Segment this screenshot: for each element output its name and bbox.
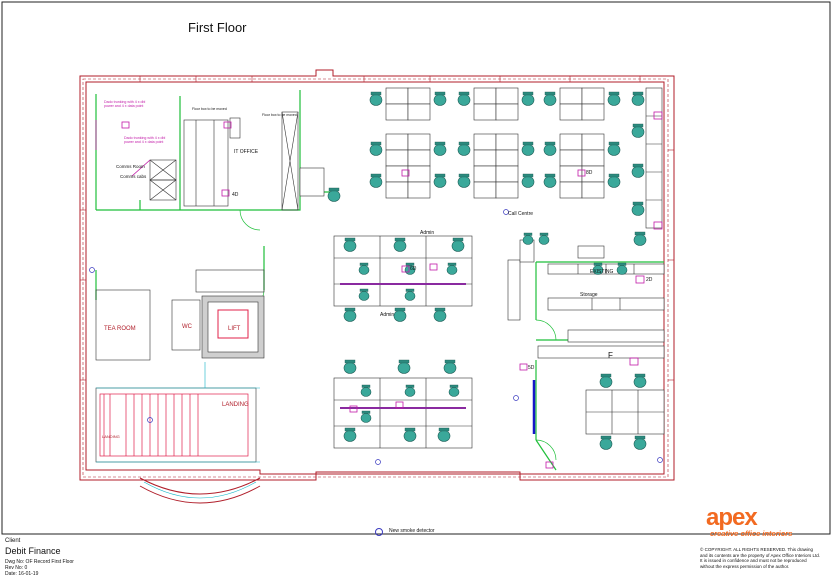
- label-admin: Admin: [420, 230, 434, 236]
- label-existing: EXISTING: [590, 269, 613, 275]
- label-lift: LIFT: [228, 326, 241, 332]
- curved-entrance-wall: [139, 477, 261, 495]
- client-name: Debit Finance: [5, 546, 61, 556]
- landing-lines: [96, 362, 260, 463]
- drawing-number: Dwg No: OF Record First Floor: [5, 559, 74, 565]
- apex-logo: apex creative office interiors: [706, 504, 824, 540]
- label-comms-cabs: Comms cabs: [120, 174, 147, 179]
- storage-furniture: [507, 239, 665, 359]
- dado-trunking: [95, 120, 151, 177]
- label-storage: Storage: [580, 292, 598, 298]
- tag-8d: 8D: [586, 170, 593, 176]
- legend-smoke-detector: New smoke detector: [389, 528, 435, 534]
- label-landing-2: LANDING: [102, 434, 120, 439]
- label-it-office: IT OFFICE: [234, 149, 259, 155]
- logo-wordmark: apex: [706, 504, 758, 531]
- copyright-notice: © COPYRIGHT. ALL RIGHTS RESERVED. This d…: [700, 547, 820, 569]
- power-data-outlets: [121, 111, 663, 469]
- label-comms-room: Comms Room: [116, 164, 145, 169]
- note-floor-box-2: Floor box to be moved: [262, 113, 297, 117]
- note-floor-box-1: Floor box to be moved: [192, 107, 227, 111]
- label-files: F: [608, 351, 613, 360]
- comms-cabinets: [149, 159, 177, 201]
- smoke-detector-icon: [375, 528, 383, 536]
- label-call-centre: Call Centre: [508, 211, 533, 217]
- label-landing: LANDING: [222, 402, 249, 408]
- it-office-fit-out: [183, 111, 299, 211]
- note-dado-2: Dado trunking with 4 x dbl power and 4 x…: [124, 136, 165, 144]
- call-centre-desks: [385, 87, 663, 229]
- logo-tagline: creative office interiors: [710, 529, 793, 538]
- stair-treads: [99, 393, 249, 457]
- tag-2d: 2D: [646, 277, 653, 283]
- tag-4d: 4D: [232, 192, 239, 198]
- label-admin-2: Admin: [380, 312, 394, 318]
- drawing-date: Date: 16-01-19: [5, 571, 39, 577]
- drawing-title: First Floor: [188, 20, 247, 35]
- label-tea-room: TEA ROOM: [104, 326, 136, 332]
- office-desks-southeast: [585, 389, 665, 435]
- client-label: Client: [5, 538, 21, 544]
- lift-shaft: [201, 295, 265, 359]
- tag-6d: 6D: [410, 266, 417, 272]
- building-walls: [79, 69, 675, 481]
- tag-5d: 5D: [528, 365, 535, 371]
- revision-number: Rev No: 0: [5, 565, 28, 571]
- note-dado-1: Dado trunking with 4 x dbl power and 4 x…: [104, 100, 145, 108]
- label-wc: WC: [182, 324, 193, 330]
- smoke-detectors: [89, 209, 663, 465]
